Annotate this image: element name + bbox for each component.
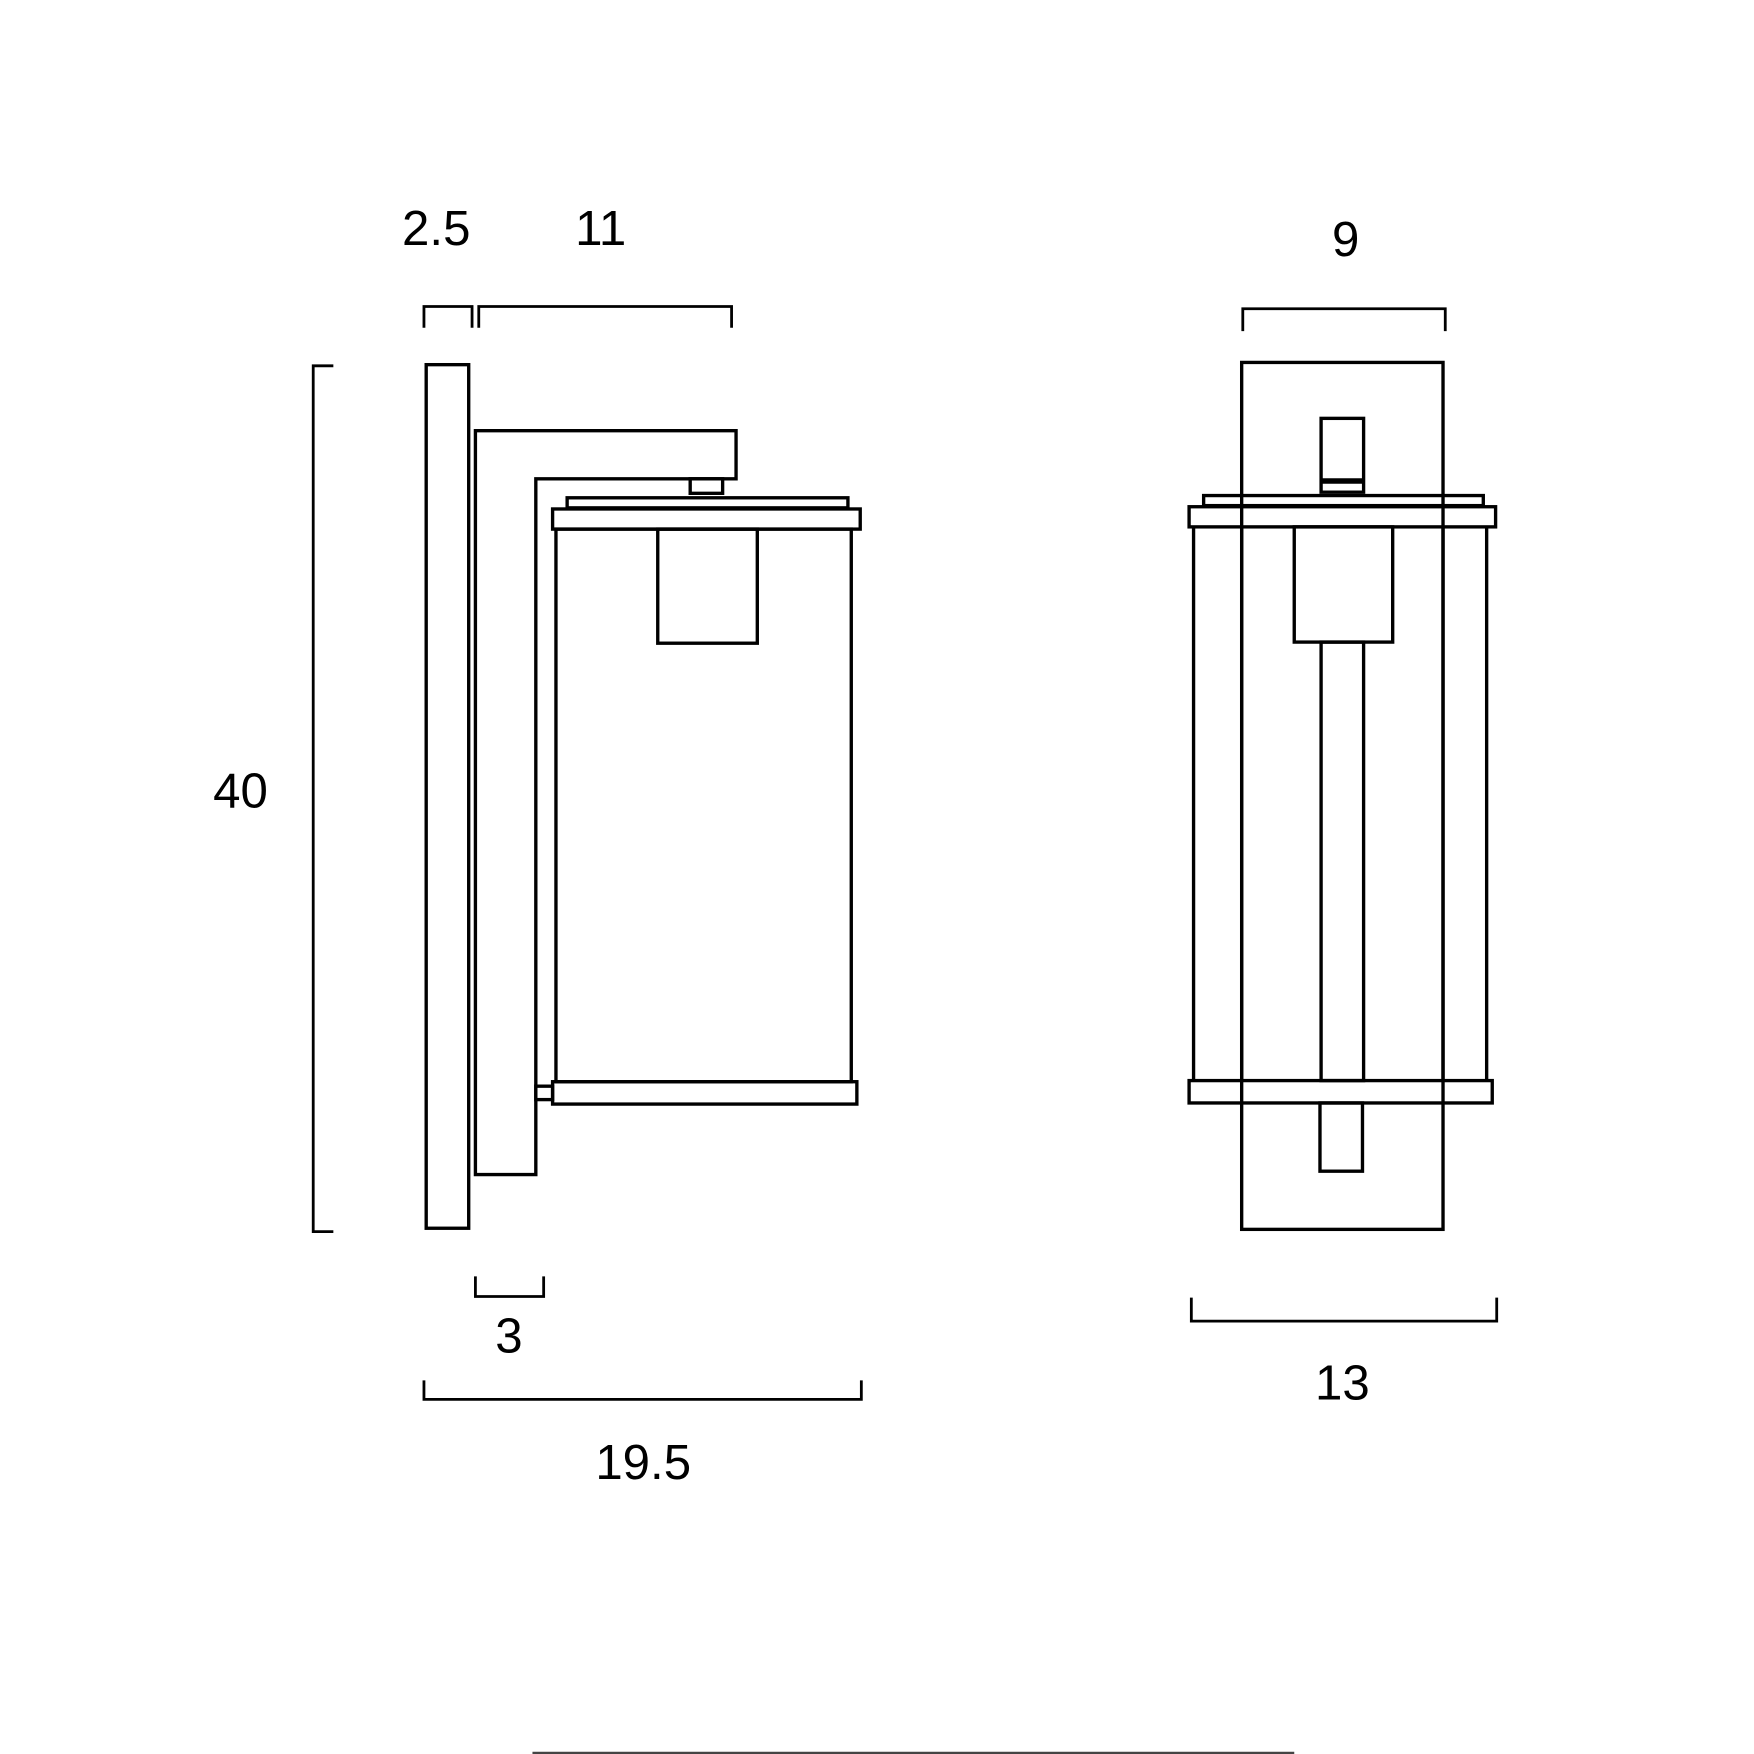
label-backplate-width: 9 (1332, 212, 1359, 267)
dim-height (311, 364, 334, 1234)
label-overall-depth: 19.5 (595, 1435, 691, 1490)
lamp-holder-front (1292, 525, 1395, 644)
lamp-body (554, 527, 853, 1084)
base-connector (534, 1084, 555, 1102)
label-bracket-width: 3 (495, 1308, 522, 1363)
arm-mount (1319, 416, 1366, 494)
arm-connector (688, 477, 725, 495)
dim-arm-projection (477, 305, 733, 328)
dim-overall-depth (422, 1380, 863, 1401)
dim-backplate-depth (422, 305, 474, 328)
top-cap-front (1187, 505, 1498, 529)
backplate (424, 362, 471, 1230)
center-rod (1319, 640, 1366, 1083)
dim-overall-width (1189, 1297, 1499, 1323)
dim-backplate-width (1241, 307, 1447, 332)
bottom-rod (1318, 1101, 1365, 1173)
label-backplate-depth: 2.5 (402, 201, 470, 256)
bottom-base (550, 1080, 859, 1106)
front-view: 9 13 (1187, 212, 1499, 1410)
top-cap (550, 507, 862, 531)
arm-bracket (473, 428, 738, 1177)
bottom-base-front (1187, 1078, 1494, 1105)
dim-bracket-width (474, 1276, 546, 1298)
lamp-holder (656, 527, 759, 645)
label-height: 40 (213, 764, 268, 819)
label-overall-width: 13 (1315, 1355, 1370, 1410)
label-arm-projection: 11 (575, 201, 626, 256)
side-view: 2.5 11 40 3 19.5 (213, 201, 863, 1490)
top-cap-upper (565, 496, 850, 510)
